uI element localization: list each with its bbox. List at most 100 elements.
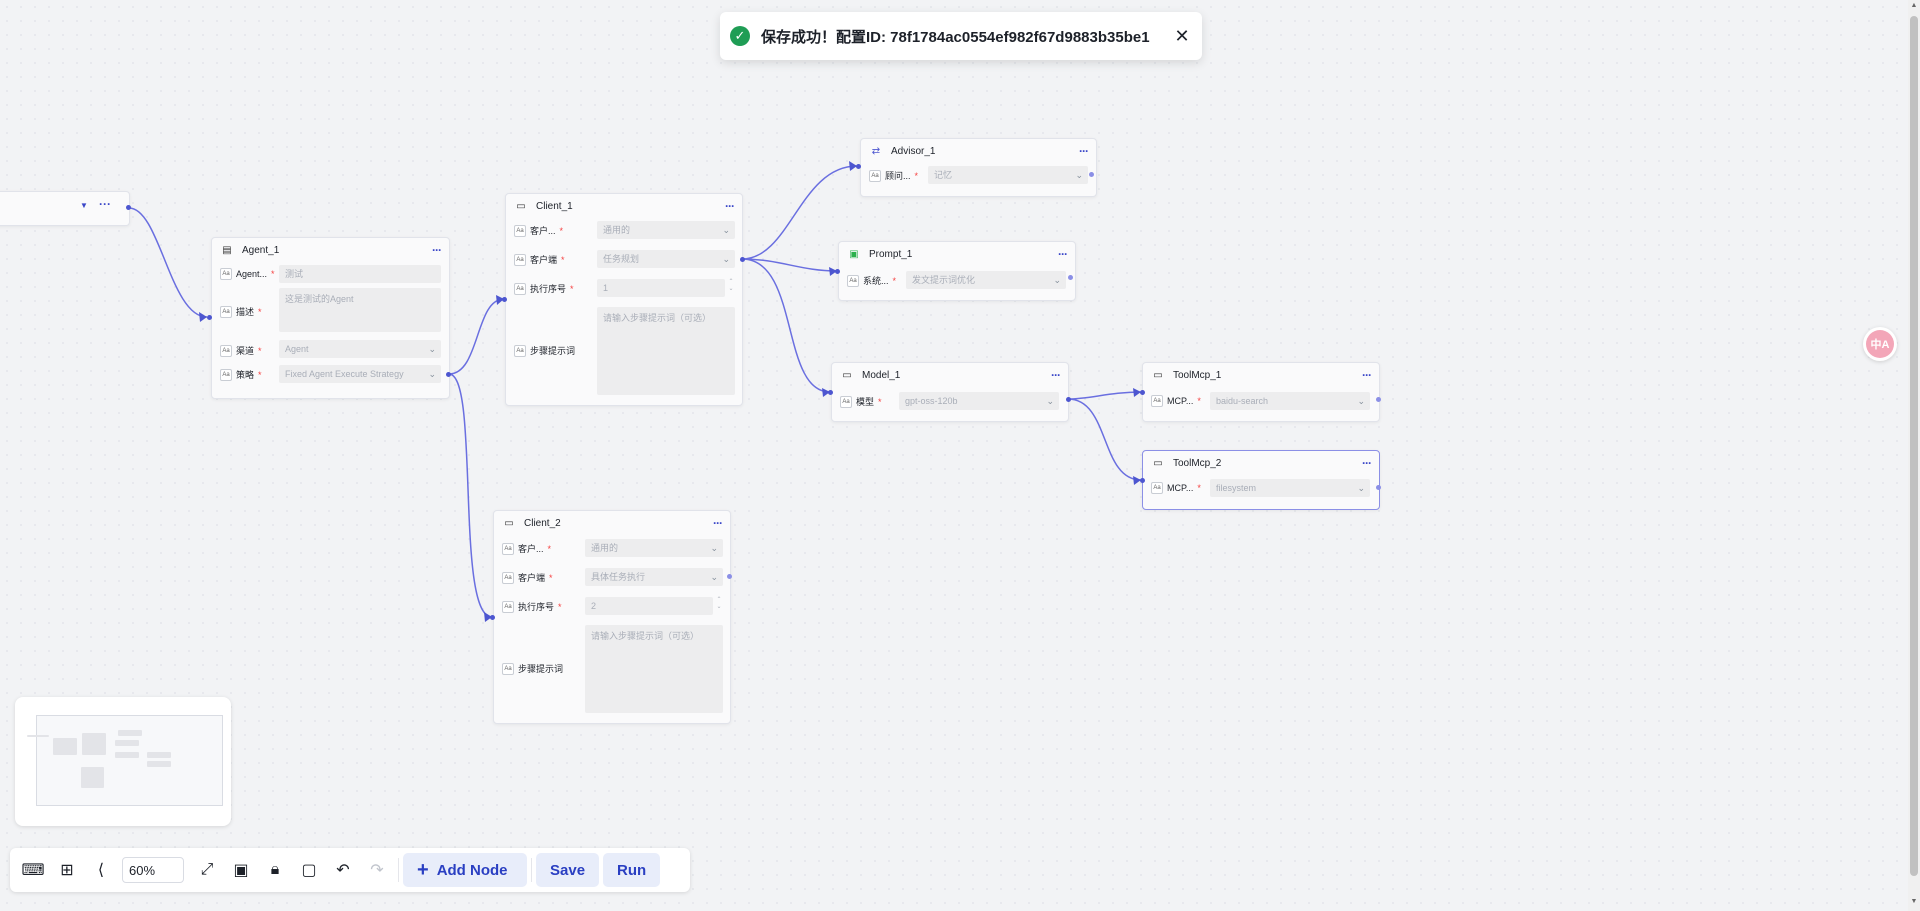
connector-icon[interactable]: ⟨ — [97, 862, 105, 879]
prompt-icon: ▣ — [849, 248, 859, 260]
handle-in[interactable] — [490, 615, 495, 620]
handle-out[interactable] — [126, 205, 131, 210]
keyboard-icon[interactable]: ⌨ — [21, 862, 45, 879]
node-partial[interactable]: ▼ ··· — [0, 191, 130, 226]
handle-out[interactable] — [1376, 397, 1381, 402]
client-select[interactable]: 具体任务执行⌄ — [585, 568, 723, 586]
vertical-scrollbar[interactable]: ▲ ▼ — [1908, 0, 1920, 911]
redo-icon[interactable]: ↷ — [370, 862, 384, 879]
handle-out[interactable] — [446, 372, 451, 377]
fit-view-icon[interactable]: ⤢ — [200, 861, 214, 878]
handle-in[interactable] — [1140, 390, 1145, 395]
stepper-arrows[interactable]: ⌃⌄ — [716, 597, 722, 610]
handle-in[interactable] — [856, 164, 861, 169]
sequence-input[interactable]: 2 — [585, 597, 713, 615]
node-header[interactable]: ⇄ Advisor_1 ··· — [861, 139, 1096, 163]
handle-out[interactable] — [1089, 172, 1094, 177]
translate-badge[interactable]: 中A — [1863, 327, 1897, 361]
handle-out[interactable] — [1066, 397, 1071, 402]
mcp-select[interactable]: filesystem⌄ — [1210, 479, 1370, 497]
step-prompt-textarea[interactable]: 请输入步骤提示词（可选） — [585, 625, 723, 713]
toolbar-divider — [531, 858, 532, 882]
node-header[interactable]: ▭ Client_1 ··· — [506, 194, 742, 218]
handle-in[interactable] — [835, 269, 840, 274]
advisor-select[interactable]: 记忆⌄ — [928, 166, 1088, 184]
scroll-down-icon[interactable]: ▼ — [1910, 898, 1918, 905]
node-header[interactable]: ▭ Client_2 ··· — [494, 511, 730, 535]
chevron-down-icon[interactable]: ▼ — [80, 201, 88, 210]
edge-start-agent1 — [128, 207, 208, 318]
handle-out[interactable] — [740, 257, 745, 262]
more-dots-icon[interactable]: ··· — [432, 243, 442, 257]
plus-icon: + — [417, 858, 429, 881]
run-button[interactable]: Run — [603, 853, 661, 887]
node-header[interactable]: ▭ ToolMcp_1 ··· — [1143, 363, 1379, 387]
chevron-down-icon: ⌄ — [428, 369, 436, 379]
sequence-input[interactable]: 1 — [597, 279, 725, 297]
model-select[interactable]: gpt-oss-120b⌄ — [899, 392, 1059, 410]
close-icon[interactable]: ✕ — [1174, 25, 1190, 46]
more-dots-icon[interactable]: ··· — [1058, 247, 1068, 261]
stepper-arrows[interactable]: ⌃⌄ — [728, 279, 734, 292]
layout-grid-icon[interactable]: ⊞ — [60, 862, 74, 879]
agent-name-input[interactable]: 测试 — [279, 265, 441, 283]
node-header[interactable]: ▭ ToolMcp_2 ··· — [1143, 451, 1379, 475]
edge-client1-model1 — [741, 258, 831, 393]
node-title: Model_1 — [862, 369, 901, 381]
node-title: Agent_1 — [242, 244, 280, 256]
chevron-down-icon: ⌄ — [710, 543, 718, 553]
monitor-icon: ▭ — [1153, 369, 1163, 381]
more-dots-icon[interactable]: ··· — [725, 199, 735, 213]
minimap-toggle-icon[interactable]: ▣ — [233, 862, 249, 879]
chevron-down-icon: ⌄ — [1357, 396, 1365, 406]
more-dots-icon[interactable]: ··· — [1362, 456, 1372, 470]
handle-out[interactable] — [1376, 485, 1381, 490]
node-title: Advisor_1 — [891, 145, 936, 157]
mcp-select[interactable]: baidu-search⌄ — [1210, 392, 1370, 410]
more-dots-icon[interactable]: ··· — [713, 516, 723, 530]
chevron-down-icon: ⌄ — [1046, 396, 1054, 406]
handle-out[interactable] — [1068, 275, 1073, 280]
lock-icon[interactable]: 🔒︎ — [270, 861, 280, 878]
monitor-icon: ▭ — [504, 517, 514, 529]
more-dots-icon[interactable]: ··· — [1051, 368, 1061, 382]
save-button[interactable]: Save — [536, 853, 600, 887]
client-type-select[interactable]: 通用的⌄ — [585, 539, 723, 557]
node-header[interactable]: ▭ Model_1 ··· — [832, 363, 1068, 387]
scrollbar-thumb[interactable] — [1910, 16, 1918, 876]
zoom-input[interactable]: 60% — [122, 857, 184, 883]
step-prompt-textarea[interactable]: 请输入步骤提示词（可选） — [597, 307, 735, 395]
node-header[interactable]: ▣ Prompt_1 ··· — [839, 242, 1075, 266]
node-header[interactable]: ▤ Agent_1 ··· — [212, 238, 449, 262]
handle-in[interactable] — [1140, 478, 1145, 483]
handle-in[interactable] — [828, 390, 833, 395]
description-textarea[interactable]: 这是测试的Agent — [279, 288, 441, 332]
handle-in[interactable] — [502, 297, 507, 302]
channel-select[interactable]: Agent⌄ — [279, 340, 441, 358]
scroll-up-icon[interactable]: ▲ — [1910, 2, 1918, 9]
handle-out[interactable] — [727, 574, 732, 579]
more-dots-icon[interactable]: ··· — [1079, 144, 1089, 158]
strategy-select[interactable]: Fixed Agent Execute Strategy⌄ — [279, 365, 441, 383]
agent-icon: ▤ — [222, 244, 232, 256]
handle-in[interactable] — [207, 315, 212, 320]
more-dots-icon[interactable]: ··· — [99, 197, 111, 211]
more-dots-icon[interactable]: ··· — [1362, 368, 1372, 382]
add-node-button[interactable]: +Add Node — [403, 853, 527, 887]
client-select[interactable]: 任务规划⌄ — [597, 250, 735, 268]
client-type-select[interactable]: 通用的⌄ — [597, 221, 735, 239]
system-prompt-select[interactable]: 发文提示词优化⌄ — [906, 271, 1066, 289]
comment-icon[interactable]: ▢ — [301, 862, 317, 879]
undo-icon[interactable]: ↶ — [336, 862, 350, 879]
minimap[interactable] — [15, 697, 231, 826]
minimap-viewport[interactable] — [27, 715, 223, 806]
